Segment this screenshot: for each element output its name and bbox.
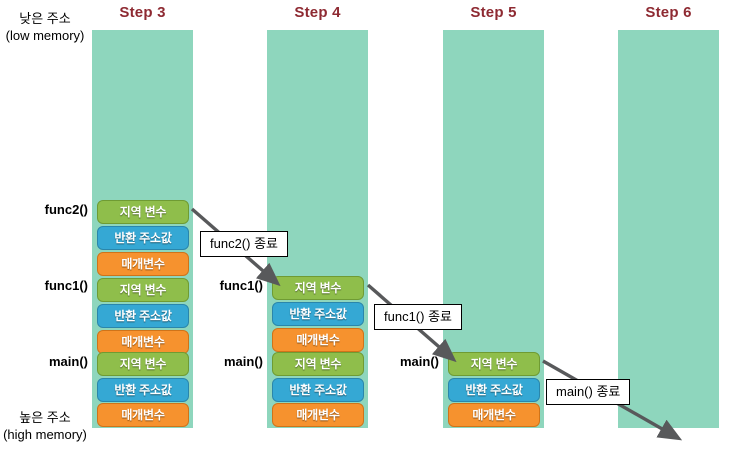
- high-memory-label-ko: 높은 주소: [19, 410, 71, 425]
- step-title-5: Step 5: [470, 4, 517, 21]
- block-step3-func1-param: 매개변수: [97, 330, 189, 354]
- frame-label-step3-func1: func1(): [44, 278, 88, 293]
- block-step3-func2-return: 반환 주소값: [97, 226, 189, 250]
- block-step3-main-local: 지역 변수: [97, 352, 189, 376]
- frame-label-step3-func2: func2(): [44, 202, 88, 217]
- block-step5-main-local: 지역 변수: [448, 352, 540, 376]
- block-step4-main-local: 지역 변수: [272, 352, 364, 376]
- step-title-3: Step 3: [119, 4, 166, 21]
- frame-label-step5-main: main(): [400, 354, 439, 369]
- frame-label-step4-main: main(): [224, 354, 263, 369]
- block-step3-func1-local: 지역 변수: [97, 278, 189, 302]
- block-step5-main-param: 매개변수: [448, 403, 540, 427]
- low-memory-label: 낮은 주소 (low memory): [2, 10, 88, 44]
- block-step4-main-param: 매개변수: [272, 403, 364, 427]
- block-step3-func1-return: 반환 주소값: [97, 304, 189, 328]
- step-title-4: Step 4: [294, 4, 341, 21]
- callout-main-exit: main() 종료: [546, 379, 631, 405]
- block-step3-main-return: 반환 주소값: [97, 378, 189, 402]
- block-step4-func1-local: 지역 변수: [272, 276, 364, 300]
- low-memory-label-ko: 낮은 주소: [19, 11, 71, 26]
- block-step4-main-return: 반환 주소값: [272, 378, 364, 402]
- block-step3-main-param: 매개변수: [97, 403, 189, 427]
- block-step4-func1-param: 매개변수: [272, 328, 364, 352]
- block-step4-func1-return: 반환 주소값: [272, 302, 364, 326]
- high-memory-label-en: (high memory): [3, 427, 87, 442]
- low-memory-label-en: (low memory): [5, 28, 85, 43]
- callout-func2-exit: func2() 종료: [200, 231, 288, 257]
- block-step3-func2-local: 지역 변수: [97, 200, 189, 224]
- frame-label-step4-func1: func1(): [219, 278, 263, 293]
- frame-label-step3-main: main(): [49, 354, 88, 369]
- block-step5-main-return: 반환 주소값: [448, 378, 540, 402]
- step-column-6: [618, 30, 719, 428]
- step-title-6: Step 6: [645, 4, 692, 21]
- high-memory-label: 높은 주소 (high memory): [2, 409, 88, 443]
- callout-func1-exit: func1() 종료: [374, 304, 462, 330]
- block-step3-func2-param: 매개변수: [97, 252, 189, 276]
